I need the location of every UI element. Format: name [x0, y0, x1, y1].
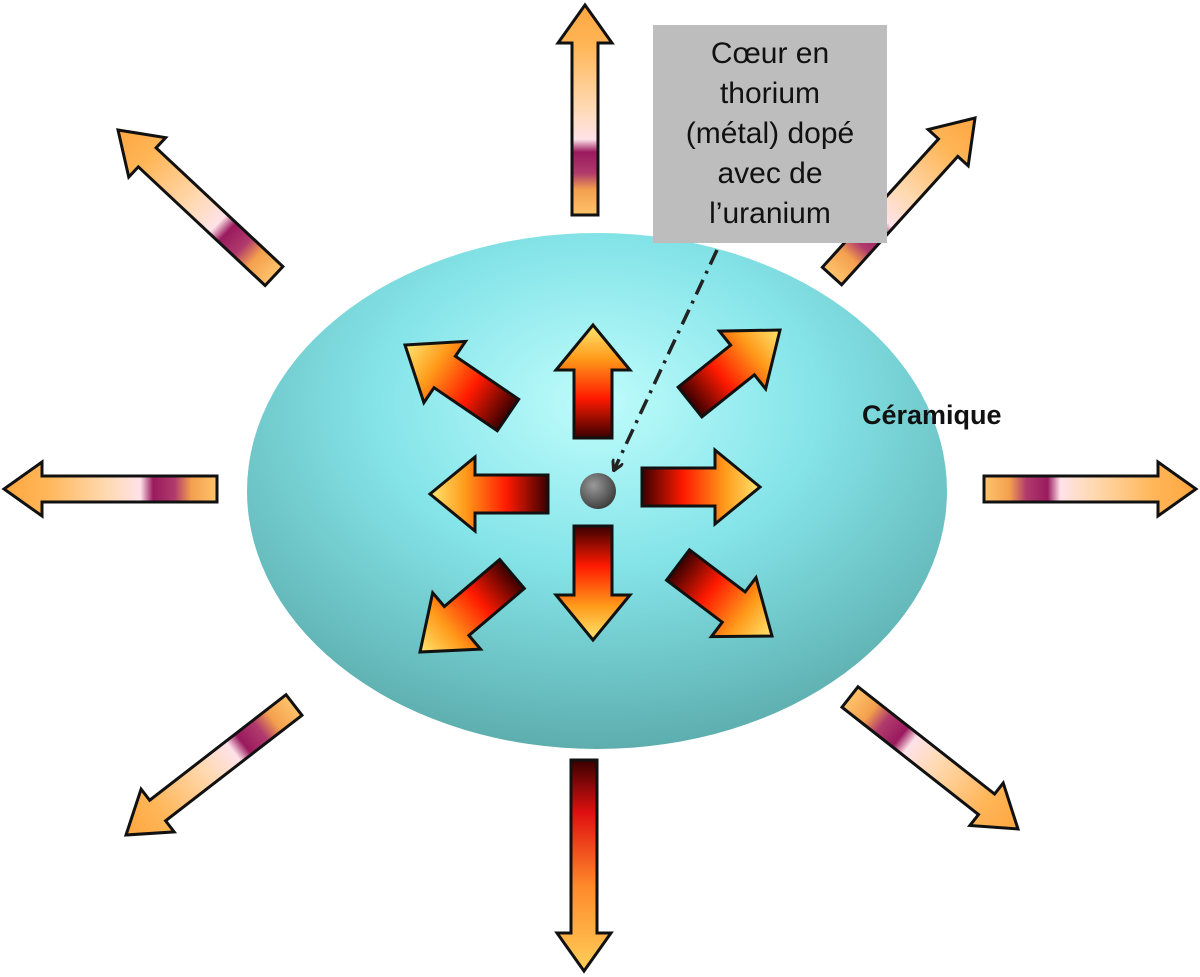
inner-arrow-up-icon: [552, 322, 634, 440]
inner-arrow-left-icon: [427, 453, 550, 535]
callout-pointer-line: [614, 249, 719, 470]
outer-arrow-up-right-icon: [820, 116, 977, 287]
outer-arrow-down-icon: [554, 758, 614, 974]
ceramic-label: Céramique: [862, 400, 1002, 430]
outer-arrow-up-left-icon: [116, 128, 286, 288]
inner-arrow-up-right-icon: [676, 328, 782, 419]
outer-arrow-down-right-icon: [839, 684, 1021, 831]
inner-arrow-up-left-icon: [402, 339, 521, 433]
inner-arrow-down-left-icon: [418, 557, 527, 654]
core-dot-icon: [580, 473, 616, 509]
inner-arrow-down-right-icon: [664, 547, 774, 639]
inner-arrow-down-icon: [552, 524, 634, 643]
outer-arrow-up-icon: [555, 2, 615, 217]
inner-arrows-group: [402, 322, 782, 654]
outer-arrow-down-left-icon: [123, 692, 305, 837]
outer-arrow-right-icon: [982, 459, 1199, 519]
inner-arrow-right-icon: [640, 446, 763, 528]
core-callout-box: Cœur en thorium (métal) dopé avec de l’u…: [653, 25, 887, 243]
core-callout-text: Cœur en thorium (métal) dopé avec de l’u…: [685, 37, 855, 230]
outer-arrow-left-icon: [1, 459, 219, 519]
